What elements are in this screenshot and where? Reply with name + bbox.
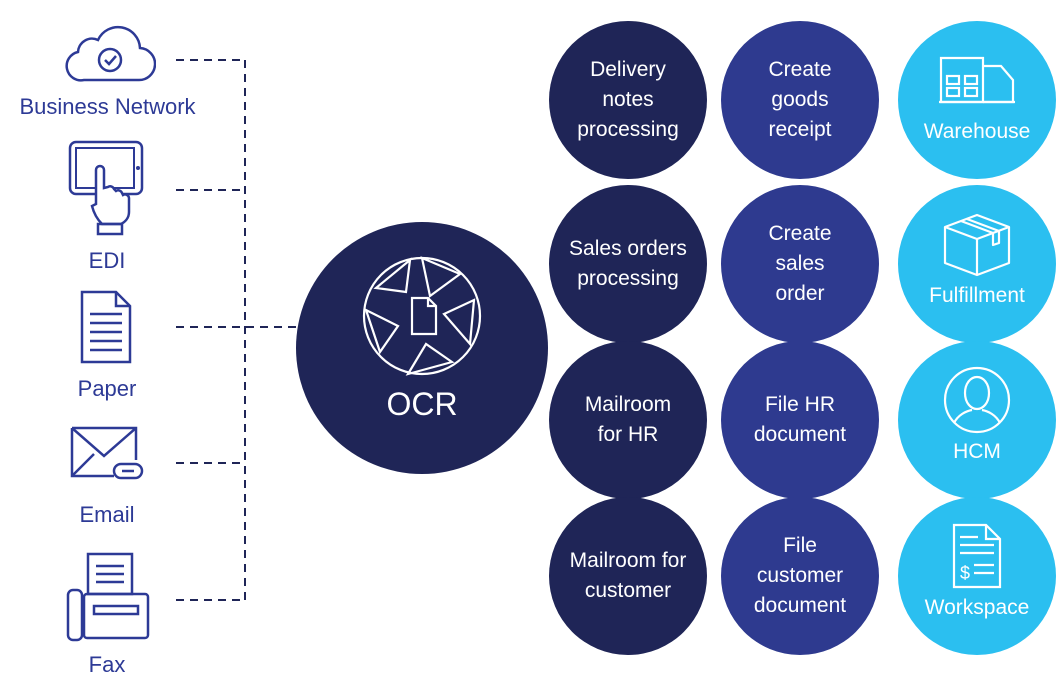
process-sales-orders: Sales orders processing <box>549 185 707 343</box>
process-label: Mailroom for customer <box>569 549 687 602</box>
target-workspace: $ Workspace <box>898 497 1056 655</box>
ocr-label: OCR <box>386 386 458 422</box>
package-box-icon <box>943 213 1011 277</box>
ocr-hub: OCR <box>296 222 548 474</box>
process-label: Delivery notes processing <box>577 58 679 141</box>
process-label: Sales orders processing <box>569 237 687 290</box>
source-label-email: Email <box>79 502 135 527</box>
action-label: Create goods receipt <box>768 58 832 141</box>
cloud-check-icon <box>65 25 156 82</box>
target-fulfillment: Fulfillment <box>898 185 1056 343</box>
source-label-fax: Fax <box>88 652 126 677</box>
warehouse-icon <box>939 56 1015 104</box>
action-file-customer-document: File customer document <box>721 497 879 655</box>
fax-machine-icon <box>66 552 150 642</box>
source-label-edi: EDI <box>88 248 126 273</box>
process-delivery-notes: Delivery notes processing <box>549 21 707 179</box>
email-attachment-icon <box>70 426 144 480</box>
svg-text:$: $ <box>960 563 970 583</box>
target-label: Workspace <box>924 596 1030 619</box>
action-create-sales-order: Create sales order <box>721 185 879 343</box>
target-label: Fulfillment <box>929 284 1025 307</box>
source-label-business-network: Business Network <box>19 94 196 119</box>
action-label: File HR document <box>753 393 847 446</box>
action-file-hr-document: File HR document <box>721 341 879 499</box>
process-mailroom-hr: Mailroom for HR <box>549 341 707 499</box>
source-label-paper: Paper <box>77 376 137 401</box>
invoice-document-icon: $ <box>952 523 1002 589</box>
target-label: Warehouse <box>923 120 1031 143</box>
person-icon <box>943 366 1011 434</box>
paper-document-icon <box>80 290 132 364</box>
target-warehouse: Warehouse <box>898 21 1056 179</box>
action-label: Create sales order <box>768 222 832 305</box>
aperture-document-icon <box>362 256 482 376</box>
process-mailroom-customer: Mailroom for customer <box>549 497 707 655</box>
action-label: File customer document <box>753 534 847 617</box>
process-label: Mailroom for HR <box>584 393 672 446</box>
tablet-touch-icon <box>68 140 144 236</box>
action-create-goods-receipt: Create goods receipt <box>721 21 879 179</box>
target-hcm: HCM <box>898 341 1056 499</box>
target-label: HCM <box>953 440 1001 463</box>
